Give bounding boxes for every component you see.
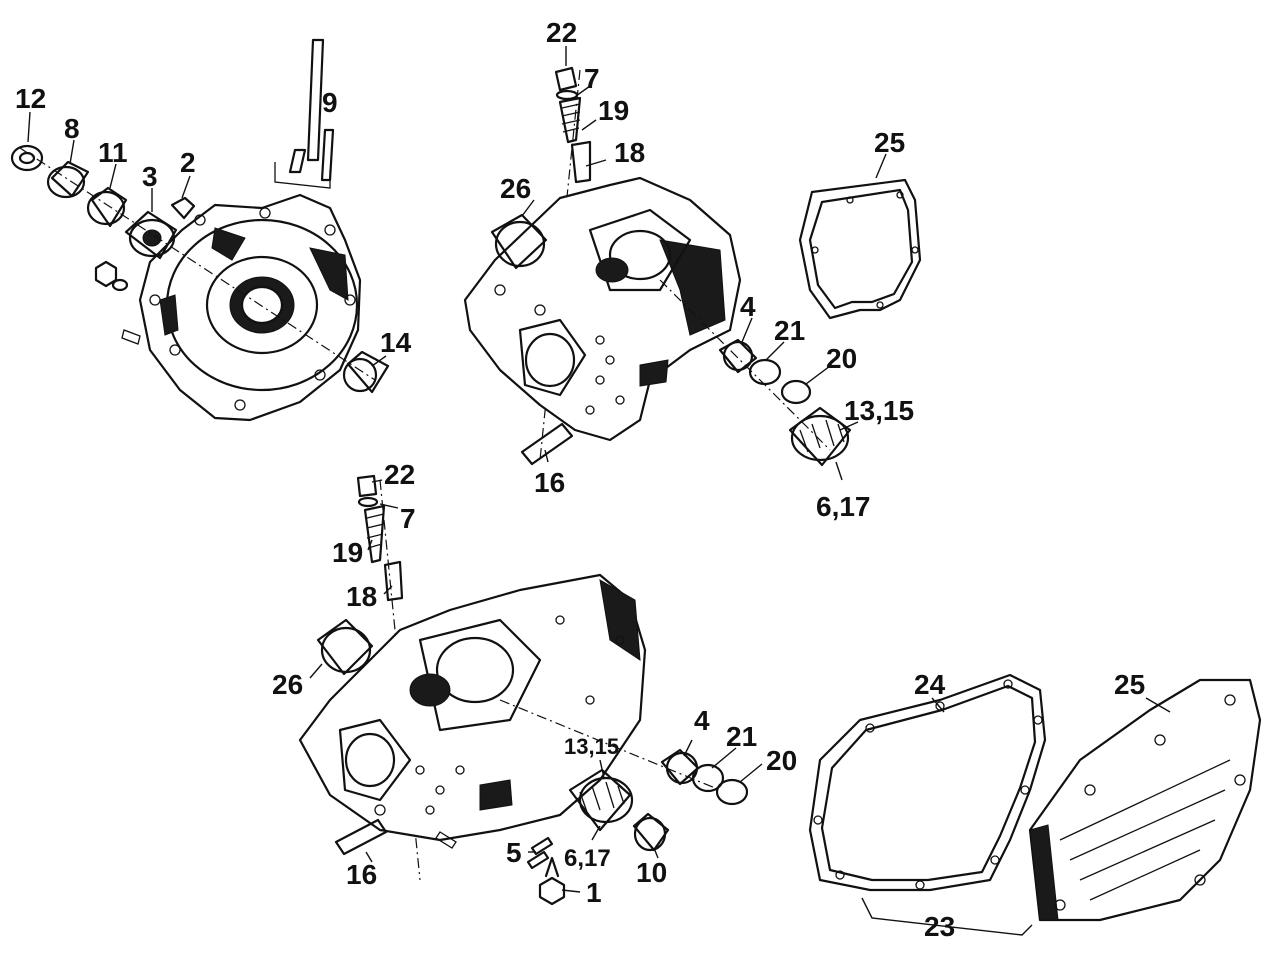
label-8: 8 [64, 113, 80, 144]
label-26-lower: 26 [272, 669, 303, 700]
label-18-lower: 18 [346, 581, 377, 612]
label-13-15-lower: 13,15 [564, 734, 619, 759]
label-22-lower: 22 [384, 459, 415, 490]
gasket-lower [808, 673, 1047, 892]
label-21-upper: 21 [774, 315, 805, 346]
label-4-upper: 4 [740, 291, 756, 322]
leader-lines [27, 46, 1171, 893]
label-10-lower: 10 [636, 857, 667, 888]
label-11: 11 [98, 137, 128, 168]
label-21-lower: 21 [726, 721, 757, 752]
right-crankcase-half-lower [298, 474, 749, 906]
part-labels: 12 8 11 3 2 9 14 22 7 19 18 26 25 4 21 2… [15, 17, 1145, 942]
label-13-15-upper: 13,15 [844, 395, 914, 426]
label-19-lower: 19 [332, 537, 363, 568]
label-26-upper: 26 [500, 173, 531, 204]
label-12: 12 [15, 83, 46, 114]
label-23: 23 [924, 911, 955, 942]
label-18-upper: 18 [614, 137, 645, 168]
label-6-17-lower: 6,17 [564, 845, 611, 872]
label-7-lower: 7 [400, 503, 416, 534]
label-6-17-upper: 6,17 [816, 491, 871, 522]
gasket-upper [798, 178, 922, 320]
label-25-lower: 25 [1114, 669, 1145, 700]
label-24: 24 [914, 669, 946, 700]
label-20-upper: 20 [826, 343, 857, 374]
label-2: 2 [180, 147, 196, 178]
label-1-lower: 1 [586, 877, 602, 908]
label-5-lower: 5 [506, 837, 522, 868]
gasket-set-bracket [861, 897, 1033, 936]
primary-cover [1028, 678, 1262, 922]
label-16-lower: 16 [346, 859, 377, 890]
label-25-upper: 25 [874, 127, 905, 158]
left-crankcase-half [10, 38, 390, 422]
label-22-upper: 22 [546, 17, 577, 48]
label-16-upper: 16 [534, 467, 565, 498]
label-4-lower: 4 [694, 705, 710, 736]
label-9: 9 [322, 87, 338, 118]
label-7-upper: 7 [584, 63, 600, 94]
label-19-upper: 19 [598, 95, 629, 126]
label-3: 3 [142, 161, 158, 192]
label-20-lower: 20 [766, 745, 797, 776]
label-14: 14 [380, 327, 412, 358]
right-crankcase-half-upper [463, 66, 852, 467]
